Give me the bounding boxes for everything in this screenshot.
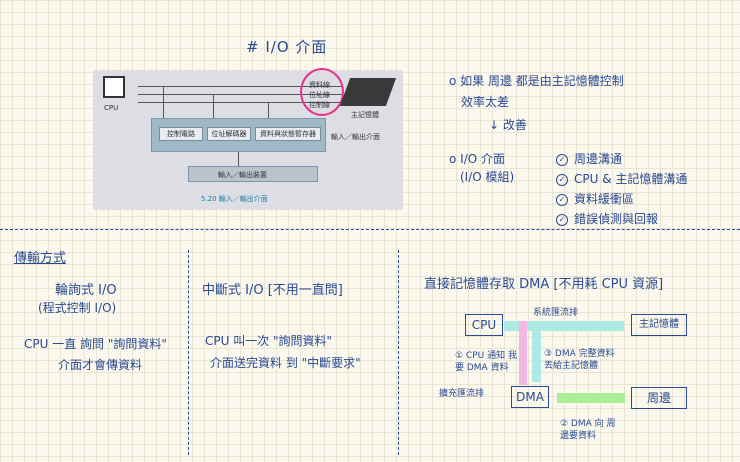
- io-sub: (I/O 模組): [460, 170, 515, 184]
- column-divider: [188, 250, 189, 455]
- dma-memory-box: 主記憶體: [631, 314, 687, 336]
- dma-title: 直接記憶體存取 DMA [不用耗 CPU 資源]: [424, 277, 664, 292]
- expansion-bus-bar: [557, 393, 625, 403]
- highlight-circle: [300, 68, 344, 116]
- figure-module-control: 控制電路: [159, 127, 203, 141]
- expansion-bus-label: 擴充匯流排: [439, 389, 485, 399]
- check-icon: ✓: [556, 173, 568, 186]
- interrupt-line-2: 介面送完資料 到 "中斷要求": [210, 356, 361, 370]
- system-bus-bar: [504, 321, 624, 331]
- dma-peripheral-box: 周邊: [631, 387, 687, 409]
- io-title: o I/O 介面: [449, 152, 505, 166]
- figure-connector: [268, 102, 269, 118]
- figure-caption: 5.20 輸入／輸出介面: [201, 195, 268, 203]
- figure-module-register: 資料與狀態暫存器: [255, 127, 321, 141]
- data-bus-line: [138, 86, 343, 87]
- figure-connector: [213, 94, 214, 118]
- dma-cpu-box: CPU: [465, 314, 503, 336]
- dma-step-3: ③ DMA 完整資料 丟給主記憶體: [544, 349, 615, 371]
- interrupt-line-1: CPU 叫一次 "詢問資料": [205, 334, 333, 348]
- polling-subtitle: (程式控制 I/O): [38, 301, 117, 315]
- dma-controller-box: DMA: [511, 386, 549, 408]
- note-line-1: o 如果 周邊 都是由主記憶體控制: [449, 74, 624, 88]
- polling-line-1: CPU 一直 詢問 "詢問資料": [24, 337, 167, 351]
- feature-list: ✓周邊溝通 ✓CPU & 主記憶體溝通 ✓資料緩衝區 ✓錯誤偵測與回報: [556, 150, 687, 227]
- check-icon: ✓: [556, 193, 568, 206]
- figure-connector: [238, 152, 239, 166]
- feature-item: ✓周邊溝通: [556, 150, 687, 167]
- polling-title: 輪詢式 I/O: [55, 283, 117, 298]
- figure-interface-label: 輸入／輸出介面: [331, 133, 380, 141]
- note-line-2: 效率太差: [461, 95, 510, 109]
- feature-item: ✓CPU & 主記憶體溝通: [556, 170, 687, 187]
- figure-connector: [163, 86, 164, 118]
- check-icon: ✓: [556, 153, 568, 166]
- column-divider: [398, 250, 399, 455]
- figure-device-label: 輸入／輸出裝置: [218, 171, 267, 179]
- feature-item: ✓資料緩衝區: [556, 190, 687, 207]
- control-bus-line: [138, 102, 343, 103]
- system-bus-label: 系統匯流排: [533, 308, 579, 318]
- note-improve: ↓ 改善: [489, 118, 527, 132]
- dma-memory-bar: [532, 330, 541, 382]
- page-title: # I/O 介面: [246, 38, 328, 56]
- polling-line-2: 介面才會傳資料: [58, 358, 143, 372]
- interrupt-title: 中斷式 I/O [不用一直問]: [202, 283, 343, 298]
- horizontal-divider: [0, 229, 740, 230]
- cpu-dma-bar: [519, 321, 527, 385]
- textbook-figure: CPU 資料線 位址線 控制線 主記憶體 控制電路 位址解碼器 資料與狀態暫存器…: [93, 68, 403, 210]
- dma-step-1: ① CPU 通知 我要 DMA 資料: [455, 351, 517, 373]
- transfer-heading: 傳輸方式: [14, 251, 67, 266]
- feature-item: ✓錯誤偵測與回報: [556, 210, 687, 227]
- cpu-chip-icon: [103, 76, 125, 98]
- notes-block: o 如果 周邊 都是由主記憶體控制 效率太差 ↓ 改善: [449, 72, 624, 133]
- check-icon: ✓: [556, 213, 568, 226]
- memory-chip-icon: [339, 78, 397, 106]
- dma-step-2: ② DMA 向 周邊要資料: [560, 419, 616, 441]
- figure-memory-label: 主記憶體: [351, 111, 379, 119]
- figure-cpu-label: CPU: [104, 104, 119, 112]
- figure-device-box: [188, 166, 318, 182]
- address-bus-line: [138, 94, 343, 95]
- figure-module-decoder: 位址解碼器: [207, 127, 251, 141]
